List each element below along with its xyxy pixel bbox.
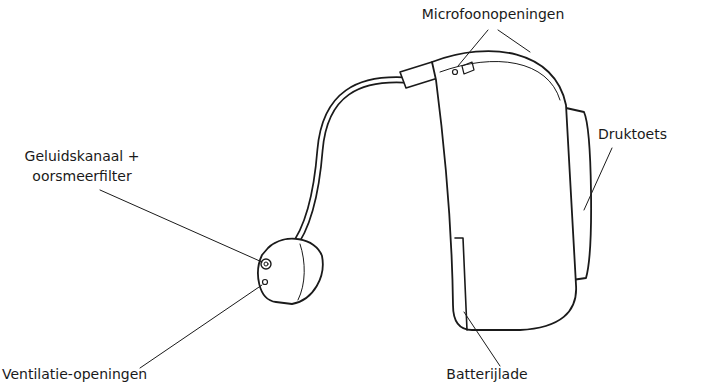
part-label: Druktoets — [598, 124, 667, 144]
vent-opening — [263, 280, 268, 285]
leader-line — [100, 190, 262, 262]
wax-filter — [264, 262, 268, 266]
part-label: Batterijlade — [446, 364, 527, 384]
part-label: Geluidskanaal + oorsmeerfilter — [17, 146, 147, 186]
sound-channel — [261, 259, 271, 269]
part-label: Ventilatie-openingen — [2, 364, 147, 384]
part-label: Microfoonopeningen — [422, 4, 565, 24]
body-ridge — [440, 61, 560, 100]
leader-line — [458, 30, 488, 66]
leader-line — [140, 285, 262, 368]
earpiece-contour — [298, 244, 304, 300]
leader-line — [498, 30, 530, 52]
hearing-aid-body — [432, 51, 576, 330]
tube — [292, 80, 404, 248]
leader-line — [584, 148, 612, 210]
microphone-opening — [453, 70, 458, 75]
earpiece — [258, 239, 323, 304]
battery-drawer — [455, 238, 467, 330]
tube-inner — [292, 80, 404, 248]
microphone-opening — [462, 62, 474, 74]
leader-line — [464, 312, 500, 366]
